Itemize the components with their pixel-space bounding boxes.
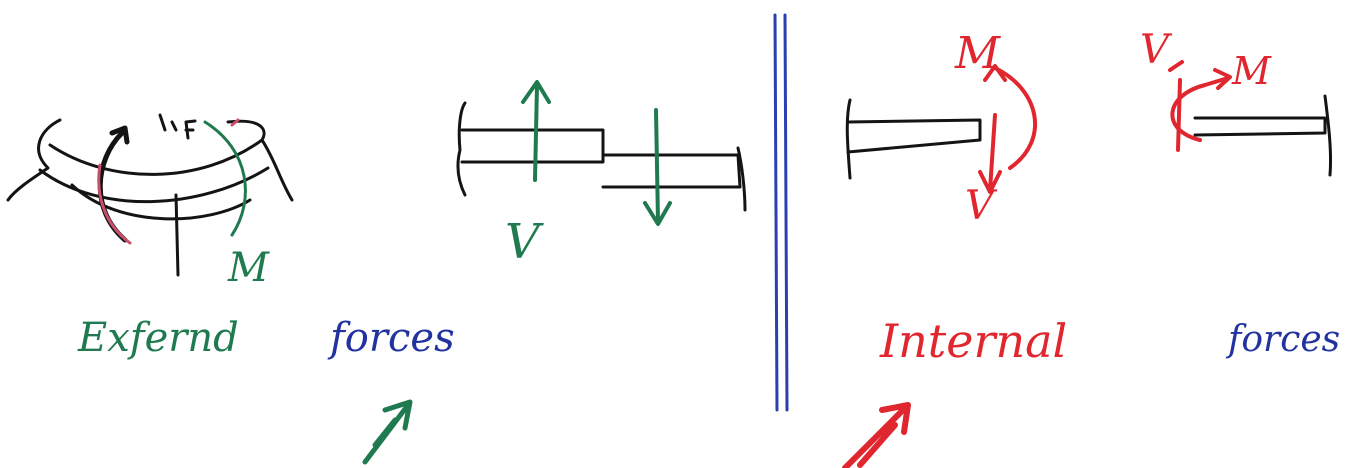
beam-mid-curve — [38, 166, 270, 204]
moment-arrow-green-right — [203, 120, 247, 237]
internal-forces-label-word2: forces — [1228, 319, 1341, 360]
internal-shear-line — [978, 113, 1002, 194]
external-shear-v-label: V — [505, 214, 540, 270]
internal-shear-v-label: V — [965, 183, 994, 229]
shear-down-arrow — [643, 108, 672, 226]
beam-piece — [846, 118, 982, 154]
internal-moment-arc — [983, 64, 1037, 170]
internal-moment-m-label: M — [955, 28, 1001, 79]
external-forces-label-word2: forces — [330, 315, 455, 361]
internal-forces-label-word1: Internal — [880, 314, 1068, 368]
small-f-mark — [184, 119, 197, 140]
left-bracket — [456, 101, 467, 197]
shear-beam-sketch — [456, 80, 747, 226]
left-block — [460, 128, 605, 164]
external-pointer-arrow — [362, 399, 413, 465]
shear-up-arrow — [521, 80, 551, 182]
beam-outer-left-bracket — [6, 118, 62, 202]
internal-right-moment — [1170, 68, 1232, 142]
beam-right-bracket — [226, 119, 294, 202]
bent-beam-sketch — [6, 113, 294, 277]
internal-pointer-arrow — [842, 402, 911, 468]
left-bracket — [845, 98, 852, 180]
internal-left-beam-sketch — [845, 64, 1037, 194]
beam-piece — [1193, 116, 1327, 137]
pink-tail — [230, 118, 240, 127]
right-bracket — [1323, 94, 1333, 177]
right-block — [601, 153, 742, 189]
beam-bottom-curve — [70, 183, 252, 221]
tick-mark — [158, 113, 178, 132]
external-moment-m-label: M — [228, 245, 269, 291]
section-cut-line — [174, 193, 180, 277]
right-bracket — [736, 146, 747, 212]
vertical-divider — [773, 13, 789, 412]
internal-right-moment-m-label: M — [1232, 49, 1271, 93]
internal-right-shear-v-label: V — [1140, 27, 1169, 73]
external-forces-label-word1: Exfernd — [78, 315, 239, 361]
moment-arrow-black — [97, 125, 130, 243]
internal-right-shear — [1168, 60, 1184, 152]
internal-right-beam-sketch — [1168, 60, 1333, 177]
moment-arrow-pink — [97, 163, 132, 245]
